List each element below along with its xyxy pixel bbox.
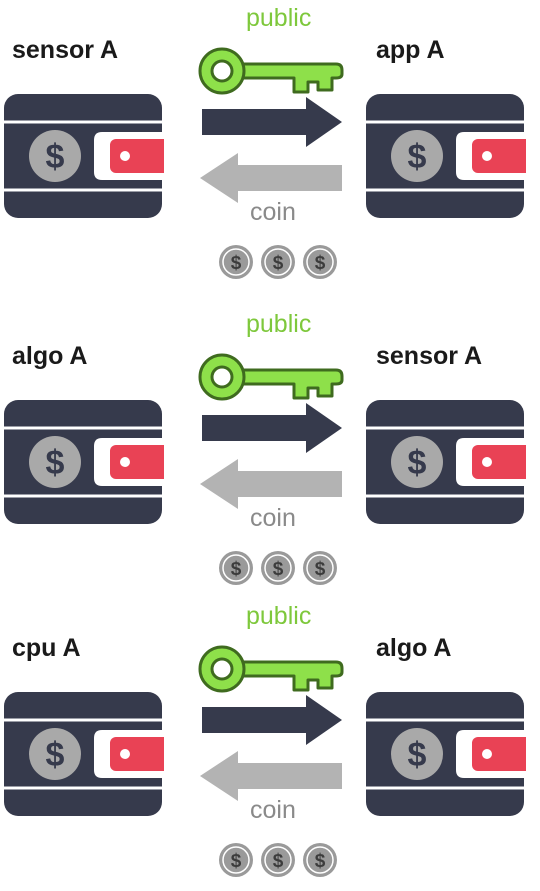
dollar-coin-icon — [218, 842, 254, 878]
wallet-icon — [364, 690, 526, 818]
wallet-icon — [2, 398, 164, 526]
dollar-coin-icon — [260, 244, 296, 280]
right-party-label: algo A — [376, 634, 452, 662]
coin-stack — [218, 842, 342, 878]
public-key-label: public — [246, 4, 312, 32]
left-party-label: sensor A — [12, 36, 119, 64]
arrow-right-icon — [196, 400, 346, 456]
key-icon — [196, 346, 344, 406]
arrow-right-icon — [196, 94, 346, 150]
dollar-coin-icon — [302, 842, 338, 878]
dollar-coin-icon — [218, 244, 254, 280]
coin-stack — [218, 244, 342, 280]
key-icon — [196, 40, 344, 100]
exchange-row-sensor-app: sensor A app A public coin — [0, 0, 540, 293]
wallet-icon — [364, 398, 526, 526]
coin-label: coin — [250, 198, 296, 226]
exchange-row-cpu-algo: cpu A algo A public coin — [0, 598, 540, 891]
right-party-label: sensor A — [376, 342, 483, 370]
wallet-icon — [2, 92, 164, 220]
key-icon — [196, 638, 344, 698]
wallet-icon — [2, 690, 164, 818]
dollar-coin-icon — [260, 842, 296, 878]
public-key-label: public — [246, 310, 312, 338]
dollar-coin-icon — [302, 244, 338, 280]
arrow-right-icon — [196, 692, 346, 748]
coin-stack — [218, 550, 342, 586]
left-party-label: cpu A — [12, 634, 81, 662]
public-key-label: public — [246, 602, 312, 630]
right-party-label: app A — [376, 36, 445, 64]
left-party-label: algo A — [12, 342, 88, 370]
dollar-coin-icon — [218, 550, 254, 586]
exchange-row-algo-sensor: algo A sensor A public coin — [0, 306, 540, 599]
dollar-coin-icon — [260, 550, 296, 586]
dollar-coin-icon — [302, 550, 338, 586]
wallet-icon — [364, 92, 526, 220]
coin-label: coin — [250, 504, 296, 532]
coin-label: coin — [250, 796, 296, 824]
